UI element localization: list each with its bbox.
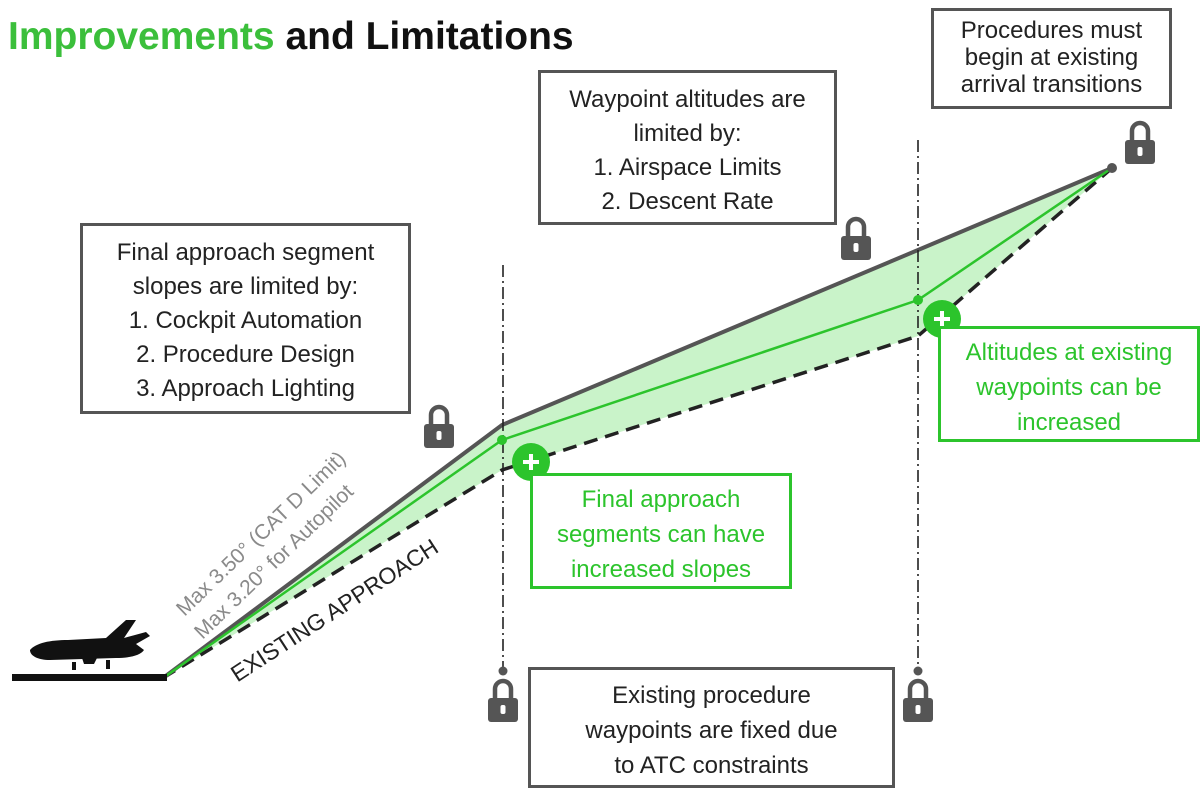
existing-fixed-box: Existing procedure waypoints are fixed d…: [528, 667, 895, 788]
waypoint-altitudes-box: Waypoint altitudes are limited by: 1. Ai…: [538, 70, 837, 225]
arrival-transition-dot: [1107, 163, 1117, 173]
max-profile-line: [161, 166, 1113, 680]
altitudes-increase-box: Altitudes at existing waypoints can be i…: [938, 326, 1200, 442]
title-highlight: Improvements: [8, 15, 275, 58]
existing-approach-line: [162, 166, 1114, 680]
improved-profile-line: [162, 166, 1113, 680]
waypoint-marker-2: [913, 666, 923, 676]
title-rest: and Limitations: [285, 15, 574, 58]
waypoint-dot-2: [913, 295, 923, 305]
lock-icon: [424, 407, 454, 448]
final-increase-box: Final approach segments can have increas…: [530, 473, 792, 589]
waypoint-marker-1: [498, 666, 508, 676]
lock-icon: [841, 219, 871, 260]
lock-icon: [1125, 123, 1155, 164]
waypoint-dot-1: [497, 435, 507, 445]
improvement-region: [163, 168, 1112, 678]
final-approach-limits-box: Final approach segment slopes are limite…: [80, 223, 411, 414]
page-title: Improvements and Limitations: [8, 14, 574, 60]
plus-icon: [512, 443, 550, 481]
lock-icon: [903, 681, 933, 722]
airplane-icon: [30, 620, 150, 670]
procedures-box: Procedures must begin at existing arriva…: [931, 8, 1172, 109]
runway-ground: [12, 674, 167, 681]
lock-icon: [488, 681, 518, 722]
